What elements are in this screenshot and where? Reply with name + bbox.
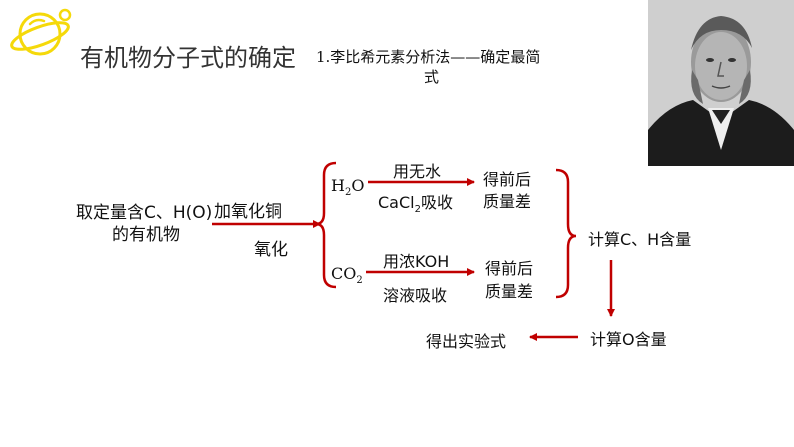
- calc-o-label: 计算O含量: [590, 330, 667, 349]
- empirical-formula-label: 得出实验式: [426, 332, 507, 351]
- co2-absorb-line1: 用浓KOH: [383, 252, 450, 271]
- co2-absorb-line2: 溶液吸收: [383, 286, 448, 305]
- method-heading-line2: 式: [424, 68, 440, 86]
- water-result-line2: 质量差: [483, 192, 532, 211]
- sample-line2: 的有机物: [112, 225, 180, 245]
- sample-line1: 取定量含C、H(O): [76, 203, 213, 223]
- oxidize-label-line2: 氧化: [254, 240, 288, 260]
- co2-result-line2: 质量差: [485, 282, 534, 301]
- water-formula: H2O: [331, 176, 365, 199]
- right-brace: [555, 168, 577, 299]
- water-absorb-line2: CaCl2吸收: [378, 193, 453, 216]
- oxidize-label-line1: 加氧化铜: [214, 202, 282, 222]
- left-brace: [315, 161, 337, 289]
- co2-formula: CO2: [331, 264, 363, 287]
- method-heading-line1: 1.李比希元素分析法——确定最简: [316, 48, 541, 66]
- co2-result-line1: 得前后: [485, 259, 534, 278]
- slide-title: 有机物分子式的确定: [80, 44, 296, 72]
- portrait-image: [648, 0, 794, 166]
- planet-icon: [10, 8, 72, 56]
- water-absorb-line1: 用无水: [393, 162, 442, 181]
- water-result-line1: 得前后: [483, 170, 532, 189]
- calc-ch-label: 计算C、H含量: [588, 230, 692, 249]
